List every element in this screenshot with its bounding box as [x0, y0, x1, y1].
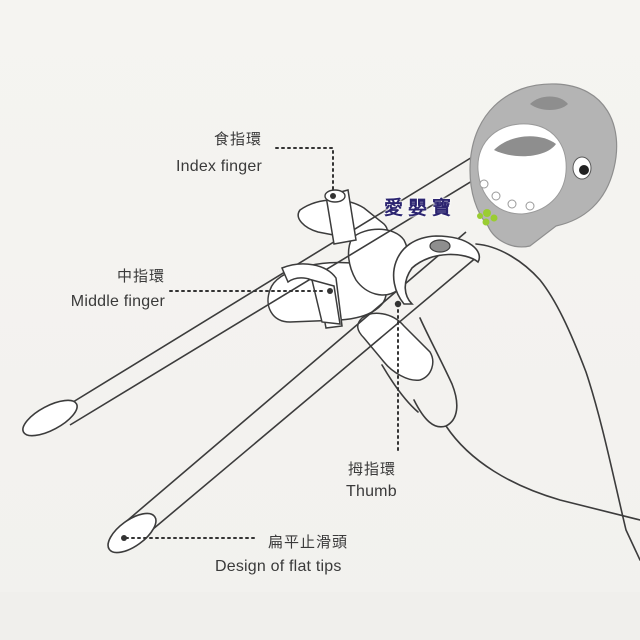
leader-thumb — [394, 300, 402, 453]
upper-flat-tip — [22, 399, 78, 437]
thumb-ring — [392, 235, 481, 305]
lower-chopstick — [107, 231, 479, 554]
label-thumb-en: Thumb — [346, 483, 397, 500]
leader-middle — [169, 288, 333, 294]
cartoon-figure — [469, 83, 618, 248]
leader-index — [275, 147, 336, 199]
label-tips-en: Design of flat tips — [215, 558, 342, 575]
lower-flat-tip — [107, 512, 157, 554]
label-tips-zh: 扁平止滑頭 — [268, 533, 349, 551]
brand-watermark: 愛嬰寶 — [384, 197, 457, 219]
leader-tips — [121, 535, 259, 541]
label-middle-zh: 中指環 — [116, 267, 165, 285]
label-thumb-zh: 拇指環 — [348, 460, 397, 478]
index-finger-ring — [324, 189, 357, 245]
ring-finger-shape — [357, 312, 434, 381]
hand-outline — [381, 243, 640, 561]
bottom-band — [0, 592, 640, 640]
leaf-icon — [477, 209, 498, 226]
label-index-en: Index finger — [175, 158, 262, 175]
label-index-zh: 食指環 — [213, 130, 262, 148]
label-middle-en: Middle finger — [70, 293, 165, 310]
